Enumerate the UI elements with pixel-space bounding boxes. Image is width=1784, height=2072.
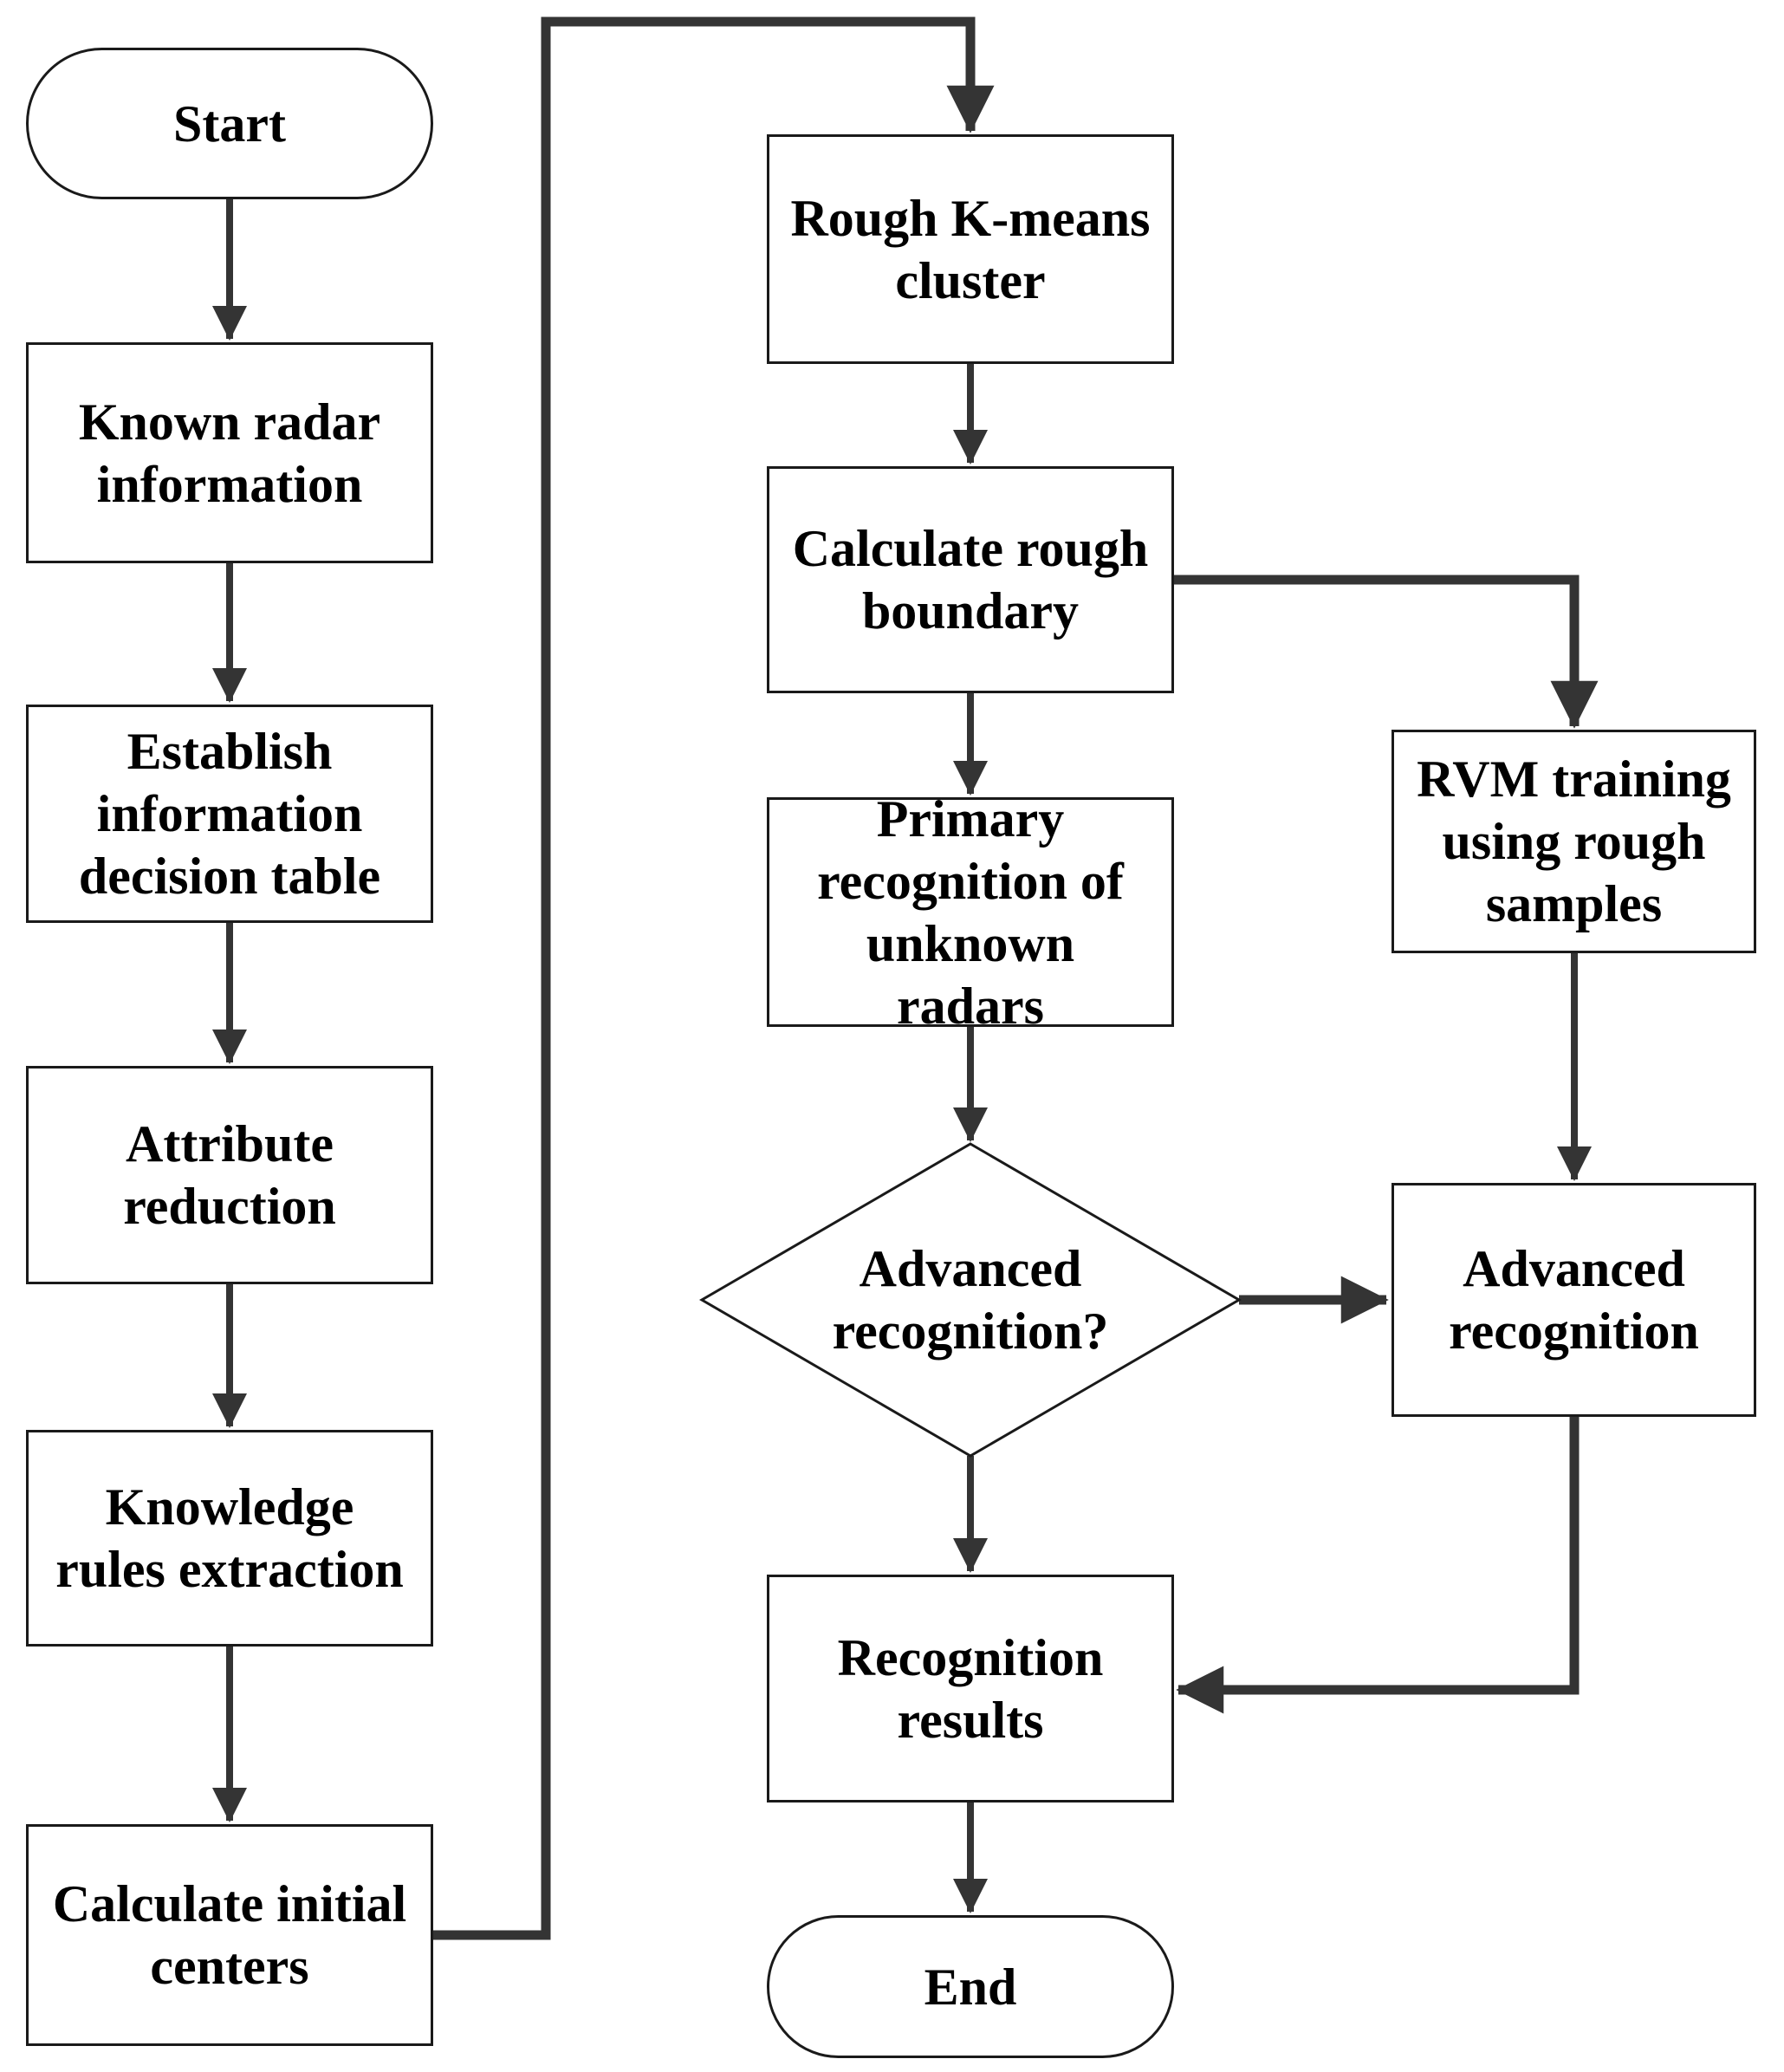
edge-calc-boundary-to-rvm-training (1174, 575, 1599, 729)
node-end: End (767, 1915, 1174, 2058)
node-rvm-training-using-rough-samples: RVM training using rough samples (1392, 730, 1756, 953)
node-advanced-recognition: Advanced recognition (1392, 1183, 1756, 1417)
advanced-recognition-decision-shape (699, 1142, 1242, 1458)
node-attribute-reduction: Attribute reduction (26, 1066, 433, 1284)
advanced-recognition-decision-label: Advanced recognition? (832, 1240, 1109, 1360)
attribute-reduction-label: Attribute reduction (123, 1115, 336, 1235)
edge-calc-centers-to-rough-kmeans (433, 16, 995, 1940)
knowledge-rules-extraction-label: Knowledge rules extraction (55, 1478, 404, 1598)
node-recognition-results: Recognition results (767, 1575, 1174, 1802)
rough-k-means-cluster-label: Rough K-means cluster (790, 189, 1151, 309)
known-radar-information-label: Known radar information (78, 393, 381, 513)
end-label: End (924, 1958, 1017, 2016)
node-advanced-recognition-decision: Advanced recognition? (823, 1196, 1118, 1404)
node-establish-information-decision-table: Establish information decision table (26, 705, 433, 923)
recognition-results-label: Recognition results (837, 1628, 1104, 1749)
node-knowledge-rules-extraction: Knowledge rules extraction (26, 1430, 433, 1647)
node-start: Start (26, 48, 433, 199)
advanced-recognition-label: Advanced recognition (1449, 1240, 1699, 1360)
edge-advanced-to-results (1176, 1417, 1580, 1714)
node-calculate-initial-centers: Calculate initial centers (26, 1824, 433, 2046)
node-known-radar-information: Known radar information (26, 342, 433, 563)
establish-information-decision-table-label: Establish information decision table (78, 723, 381, 905)
primary-recognition-of-unknown-radars-label: Primary recognition of unknown radars (817, 789, 1124, 1035)
calculate-rough-boundary-label: Calculate rough boundary (792, 520, 1149, 640)
rvm-training-using-rough-samples-label: RVM training using rough samples (1417, 750, 1731, 932)
node-primary-recognition-of-unknown-radars: Primary recognition of unknown radars (767, 790, 1174, 1035)
calculate-initial-centers-label: Calculate initial centers (52, 1875, 407, 1995)
node-calculate-rough-boundary: Calculate rough boundary (767, 466, 1174, 693)
start-label: Start (173, 94, 286, 153)
node-rough-k-means-cluster: Rough K-means cluster (767, 134, 1174, 364)
